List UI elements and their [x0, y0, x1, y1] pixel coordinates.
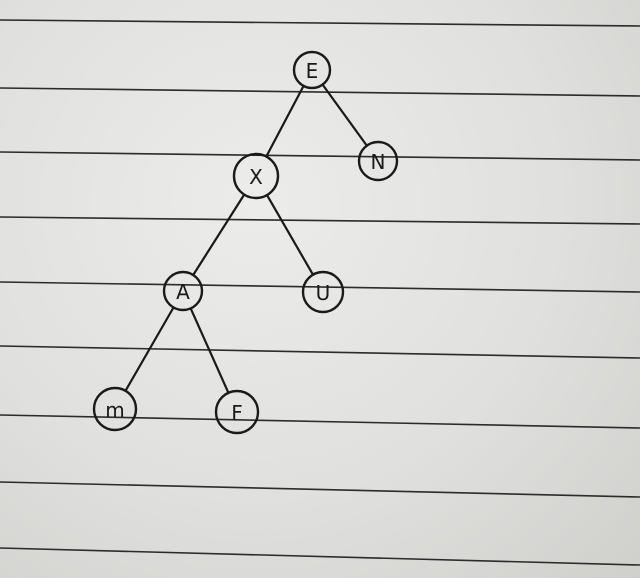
tree-node-a: A — [162, 270, 204, 312]
node-circle — [292, 50, 332, 90]
tree-node-e: E — [292, 50, 332, 90]
node-label: F — [231, 401, 243, 425]
ruled-line — [0, 87, 640, 97]
ruled-lines — [0, 19, 640, 566]
tree-node-n: N — [357, 140, 399, 182]
node-circle — [232, 152, 280, 200]
tree-node-u: U — [301, 270, 345, 314]
node-circle — [301, 270, 345, 314]
ruled-line — [0, 151, 640, 161]
node-circle — [214, 389, 260, 435]
node-circle — [357, 140, 399, 182]
node-label: U — [316, 281, 331, 305]
node-label: A — [176, 280, 190, 304]
ruled-line — [0, 345, 640, 359]
ruled-line — [0, 414, 640, 429]
tree-node-f: F — [214, 389, 260, 435]
tree-node-m: m — [92, 386, 138, 432]
edge-e-x — [265, 84, 305, 158]
node-label: E — [306, 59, 319, 83]
ruled-line — [0, 281, 640, 293]
edge-a-f — [189, 307, 230, 394]
tree-edges — [124, 83, 368, 394]
node-label: m — [105, 398, 124, 422]
tree-node-x: X — [232, 152, 280, 200]
ruled-line — [0, 216, 640, 225]
ruled-line — [0, 547, 640, 566]
edge-a-m — [124, 306, 175, 392]
edge-e-n — [321, 83, 368, 147]
ruled-line — [0, 19, 640, 27]
node-circle — [162, 270, 204, 312]
edge-x-u — [265, 194, 315, 276]
node-label: X — [249, 165, 263, 189]
node-label: N — [371, 150, 386, 174]
ruled-line — [0, 481, 640, 498]
edge-x-a — [192, 193, 246, 277]
node-circle — [92, 386, 138, 432]
tree-nodes: E X N A Um F — [92, 50, 399, 435]
